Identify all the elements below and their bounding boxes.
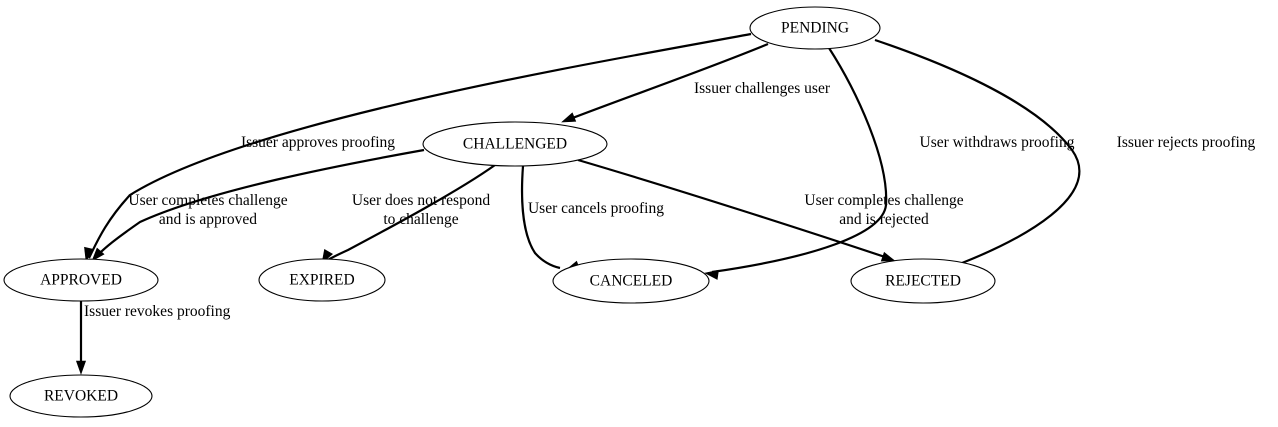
edge-label-line: User completes challenge [128, 192, 287, 209]
edge-label-line: User withdraws proofing [920, 134, 1075, 151]
node-ellipse-rejected [850, 258, 996, 304]
edge-approved-revoked [75, 301, 87, 375]
edge-label-line: User does not respond [352, 192, 490, 209]
edge-pending-canceled [704, 47, 888, 280]
node-label-challenged: CHALLENGED [463, 136, 567, 153]
edge-challenged-canceled [520, 165, 581, 271]
node-label-revoked: REVOKED [44, 388, 118, 405]
edge-label-line: User cancels proofing [528, 200, 664, 217]
edge-challenged-approved [91, 148, 425, 262]
node-label-rejected: REJECTED [885, 273, 961, 290]
edge-label-challenged-rejected: User completes challenge and is rejected [804, 192, 963, 228]
arrowhead-pending-challenged [561, 112, 577, 123]
node-ellipse-canceled [552, 258, 710, 304]
edge-path-challenged-canceled [520, 165, 561, 270]
edge-pending-rejected [874, 38, 1081, 276]
arrowhead-challenged-approved [91, 247, 105, 262]
edge-label-line: to challenge [383, 211, 458, 228]
edge-labels-layer: Issuer approves proofing Issuer challenge… [84, 80, 1256, 320]
edge-label-pending-challenged: Issuer challenges user [694, 80, 831, 97]
edge-label-line: Issuer rejects proofing [1117, 134, 1256, 151]
edge-label-line: Issuer revokes proofing [84, 303, 231, 320]
state-node-approved[interactable]: APPROVED [3, 258, 159, 302]
edge-label-pending-rejected: Issuer rejects proofing [1117, 134, 1256, 151]
edge-path-pending-canceled [711, 47, 888, 274]
edge-pending-approved [84, 32, 752, 262]
edge-label-line: Issuer challenges user [694, 80, 831, 97]
node-label-pending: PENDING [781, 20, 849, 37]
node-label-expired: EXPIRED [289, 272, 354, 289]
edge-label-line: and is approved [159, 211, 257, 228]
edge-path-pending-challenged [569, 42, 769, 121]
edge-path-challenged-rejected [577, 158, 889, 260]
arrowhead-pending-canceled [704, 269, 719, 280]
arrowhead-pending-approved [84, 246, 94, 262]
state-node-expired[interactable]: EXPIRED [258, 258, 386, 302]
node-ellipse-approved [3, 258, 159, 302]
edge-label-challenged-approved: User completes challenge and is approved [128, 192, 287, 228]
state-node-rejected[interactable]: REJECTED [850, 258, 996, 304]
node-ellipse-expired [258, 258, 386, 302]
state-node-challenged[interactable]: CHALLENGED [422, 121, 608, 167]
edge-label-line: User completes challenge [804, 192, 963, 209]
edge-label-challenged-canceled: User cancels proofing [528, 200, 664, 217]
edge-label-line: and is rejected [839, 211, 929, 228]
edge-label-line: Issuer approves proofing [241, 134, 395, 151]
state-node-pending[interactable]: PENDING [749, 6, 881, 50]
edge-label-challenged-expired: User does not respond to challenge [352, 192, 490, 228]
nodes-layer: PENDING CHALLENGED APPROVED EXPIRED CANCELED… [3, 6, 996, 418]
edge-challenged-rejected [577, 158, 896, 262]
node-ellipse-revoked [9, 374, 153, 418]
edge-path-pending-approved [88, 32, 752, 259]
edge-pending-challenged [561, 42, 769, 123]
edge-label-pending-approved: Issuer approves proofing [241, 134, 395, 151]
arrowhead-approved-revoked [75, 360, 87, 375]
arrowhead-challenged-rejected [880, 251, 896, 262]
state-node-revoked[interactable]: REVOKED [9, 374, 153, 418]
edge-label-pending-canceled: User withdraws proofing [920, 134, 1075, 151]
node-ellipse-pending [749, 6, 881, 50]
node-label-canceled: CANCELED [590, 273, 673, 290]
state-node-canceled[interactable]: CANCELED [552, 258, 710, 304]
edge-path-challenged-expired [325, 164, 496, 262]
edge-label-approved-revoked: Issuer revokes proofing [84, 303, 231, 320]
node-label-approved: APPROVED [40, 272, 122, 289]
node-ellipse-challenged [422, 121, 608, 167]
edge-path-challenged-approved [94, 148, 425, 259]
edge-path-pending-rejected [874, 38, 1081, 265]
